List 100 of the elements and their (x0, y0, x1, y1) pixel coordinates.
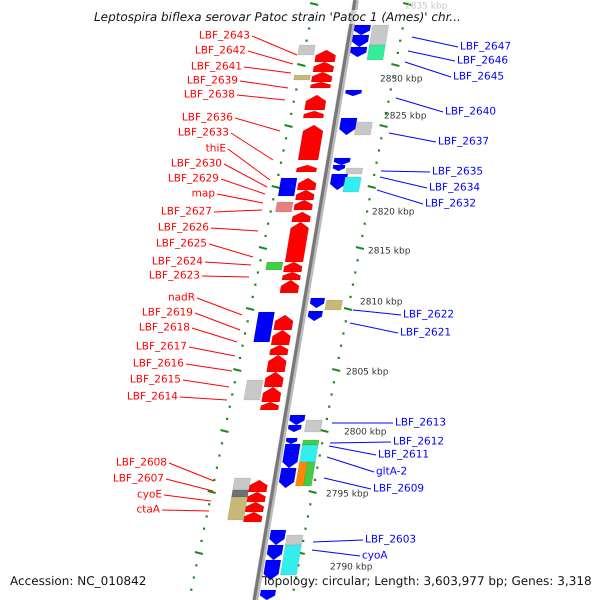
gene-label: LBF_2634 (429, 182, 480, 194)
leader-line (408, 50, 456, 62)
gene-label: LBF_2630 (170, 158, 222, 170)
leader-line (224, 164, 268, 188)
leader-line (326, 456, 374, 472)
leader-line (162, 510, 210, 512)
gene-label: gltA-2 (376, 466, 408, 478)
gene-label: LBF_2647 (460, 40, 512, 54)
gene-label: LBF_2609 (373, 482, 424, 496)
gene-label: LBF_2645 (453, 70, 504, 84)
leader-line (186, 364, 232, 372)
position-label: 2795 kbp (326, 490, 368, 500)
leader-line (376, 190, 424, 204)
gene-label: LBF_2613 (395, 416, 446, 430)
gene-label: LBF_2633 (178, 126, 229, 140)
gene-label: LBF_2619 (142, 306, 193, 320)
leader-line (202, 276, 250, 278)
position-label: 2800 kbp (344, 428, 386, 438)
leader-line (252, 36, 298, 56)
leader-line (220, 178, 266, 194)
leader-line (216, 194, 264, 204)
position-label: 2790 kbp (330, 564, 372, 572)
gene-label: LBF_2632 (425, 198, 476, 210)
gene-label: cyoA (362, 550, 388, 562)
leader-line (234, 118, 280, 132)
leader-line (240, 80, 288, 88)
gene-label: LBF_2614 (126, 390, 178, 404)
gene-label: LBF_2617 (136, 340, 187, 354)
leader-line (324, 478, 372, 490)
gene-label: LBF_2637 (438, 136, 490, 148)
gene-label: LBF_2626 (158, 222, 209, 234)
leader-line (228, 148, 270, 180)
leader-line (208, 244, 254, 258)
gene-label: LBF_2625 (156, 238, 207, 250)
leader-line (396, 98, 444, 112)
position-label: 2805 kbp (346, 368, 388, 378)
gene-label: LBF_2608 (116, 456, 167, 470)
leader-line (192, 328, 238, 342)
leader-line (328, 446, 376, 456)
leader-line (196, 298, 242, 316)
leader-line (204, 262, 252, 266)
leader-line (248, 50, 294, 64)
gene-label: LBF_2611 (378, 448, 430, 462)
gene-label: nadR (168, 292, 195, 304)
gene-label: LBF_2642 (194, 44, 246, 58)
leader-line (312, 540, 364, 542)
accession-text: Accession: NC_010842 (10, 574, 146, 588)
gene-label: LBF_2640 (445, 106, 496, 118)
leader-line (332, 422, 394, 424)
gene-label: LBF_2641 (190, 60, 242, 74)
gene-label: LBF_2616 (132, 358, 184, 370)
leader-line (388, 132, 436, 142)
gene-label: LBF_2624 (152, 256, 203, 268)
position-label: 2820 kbp (372, 208, 414, 218)
gene-label: LBF_2629 (168, 172, 219, 186)
leader-line (244, 66, 292, 74)
gene-label: LBF_2643 (198, 30, 250, 42)
position-label: 2825 kbp (384, 112, 426, 122)
gene-label: map (192, 188, 215, 200)
gene-label: LBF_2639 (186, 74, 238, 88)
chart-title: Leptospira biflexa serovar Patoc strain 'Patoc 1 (Ames)' chr... (94, 10, 461, 24)
leader-line (380, 176, 428, 188)
leader-line (168, 462, 214, 482)
gene-label: ctaA (136, 504, 160, 516)
position-label: 2815 kbp (368, 248, 410, 256)
gene-label: LBF_2607 (112, 472, 164, 486)
gene-label: LBF_2618 (138, 322, 190, 334)
gene-label: LBF_2612 (393, 436, 444, 448)
leader-line (214, 210, 262, 212)
leader-line (380, 170, 430, 172)
leader-line (166, 478, 214, 492)
leader-line (230, 132, 274, 160)
gene-label: LBF_2615 (130, 374, 181, 386)
leader-line (182, 380, 230, 388)
gene-label: LBF_2621 (400, 326, 452, 340)
gene-label: cyoE (136, 488, 162, 502)
leader-line (312, 550, 360, 556)
gene-label: LBF_2627 (160, 206, 212, 218)
leader-line (164, 494, 212, 502)
leader-line (404, 62, 452, 78)
gene-label: LBF_2636 (182, 112, 233, 124)
summary-text: Topology: circular; Length: 3,603,977 bp; Genes: 3,318 (262, 574, 592, 588)
leader-line (236, 94, 286, 100)
gene-label: LBF_2623 (148, 270, 200, 282)
leader-line (350, 322, 398, 334)
position-label: 2810 kbp (360, 298, 402, 308)
leader-line (188, 346, 236, 356)
leader-line (180, 396, 228, 400)
leader-line (330, 442, 392, 444)
gene-label: LBF_2635 (432, 166, 484, 178)
gene-label: LBF_2622 (403, 308, 454, 322)
gene-label: thiE (206, 142, 226, 156)
leader-line (210, 228, 258, 232)
gene-label: LBF_2603 (365, 534, 416, 546)
gene-label: LBF_2638 (184, 88, 235, 102)
leader-line (412, 36, 458, 48)
leader-line (352, 310, 402, 316)
gene-label: LBF_2646 (457, 54, 508, 68)
position-label: 2830 kbp (380, 76, 422, 84)
leader-line (194, 312, 240, 330)
